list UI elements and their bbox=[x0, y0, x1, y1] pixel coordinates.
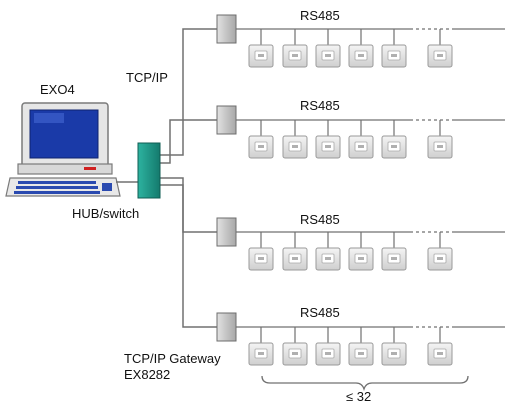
device-indicator bbox=[258, 54, 264, 57]
device-indicator bbox=[358, 257, 364, 260]
device-indicator bbox=[258, 145, 264, 148]
tcpip-label: TCP/IP bbox=[126, 70, 168, 85]
computer-icon bbox=[5, 102, 121, 197]
device-indicator bbox=[292, 352, 298, 355]
hub-label: HUB/switch bbox=[72, 206, 140, 221]
device-indicator bbox=[292, 54, 298, 57]
device-indicator bbox=[391, 145, 397, 148]
device-indicator bbox=[292, 257, 298, 260]
device-indicator bbox=[258, 352, 264, 355]
device-indicator bbox=[358, 54, 364, 57]
device-indicator bbox=[325, 257, 331, 260]
device-indicator bbox=[292, 145, 298, 148]
device-indicator bbox=[325, 352, 331, 355]
device-indicator bbox=[437, 54, 443, 57]
bus-label-1: RS485 bbox=[300, 8, 340, 23]
gateway-3 bbox=[216, 217, 237, 247]
device-indicator bbox=[437, 352, 443, 355]
device-indicator bbox=[325, 145, 331, 148]
gateway-label-line2: EX8282 bbox=[124, 367, 171, 382]
count-brace bbox=[261, 375, 469, 392]
computer-label: EXO4 bbox=[40, 82, 75, 97]
gateway-1 bbox=[216, 14, 237, 44]
device-indicator bbox=[437, 145, 443, 148]
device-indicator bbox=[358, 352, 364, 355]
bus-label-3: RS485 bbox=[300, 212, 340, 227]
device-indicator bbox=[391, 54, 397, 57]
device-indicator bbox=[358, 145, 364, 148]
device-indicator bbox=[391, 257, 397, 260]
device-indicator bbox=[258, 257, 264, 260]
device-indicator bbox=[325, 54, 331, 57]
max-devices-label: ≤ 32 bbox=[346, 389, 372, 404]
gateway-4 bbox=[216, 312, 237, 342]
gateway-label-line1: TCP/IP Gateway bbox=[124, 351, 221, 366]
gateway-2 bbox=[216, 105, 237, 135]
bus-label-2: RS485 bbox=[300, 98, 340, 113]
device-indicator bbox=[391, 352, 397, 355]
hub-switch bbox=[137, 142, 161, 199]
device-indicator bbox=[437, 257, 443, 260]
bus-label-4: RS485 bbox=[300, 305, 340, 320]
